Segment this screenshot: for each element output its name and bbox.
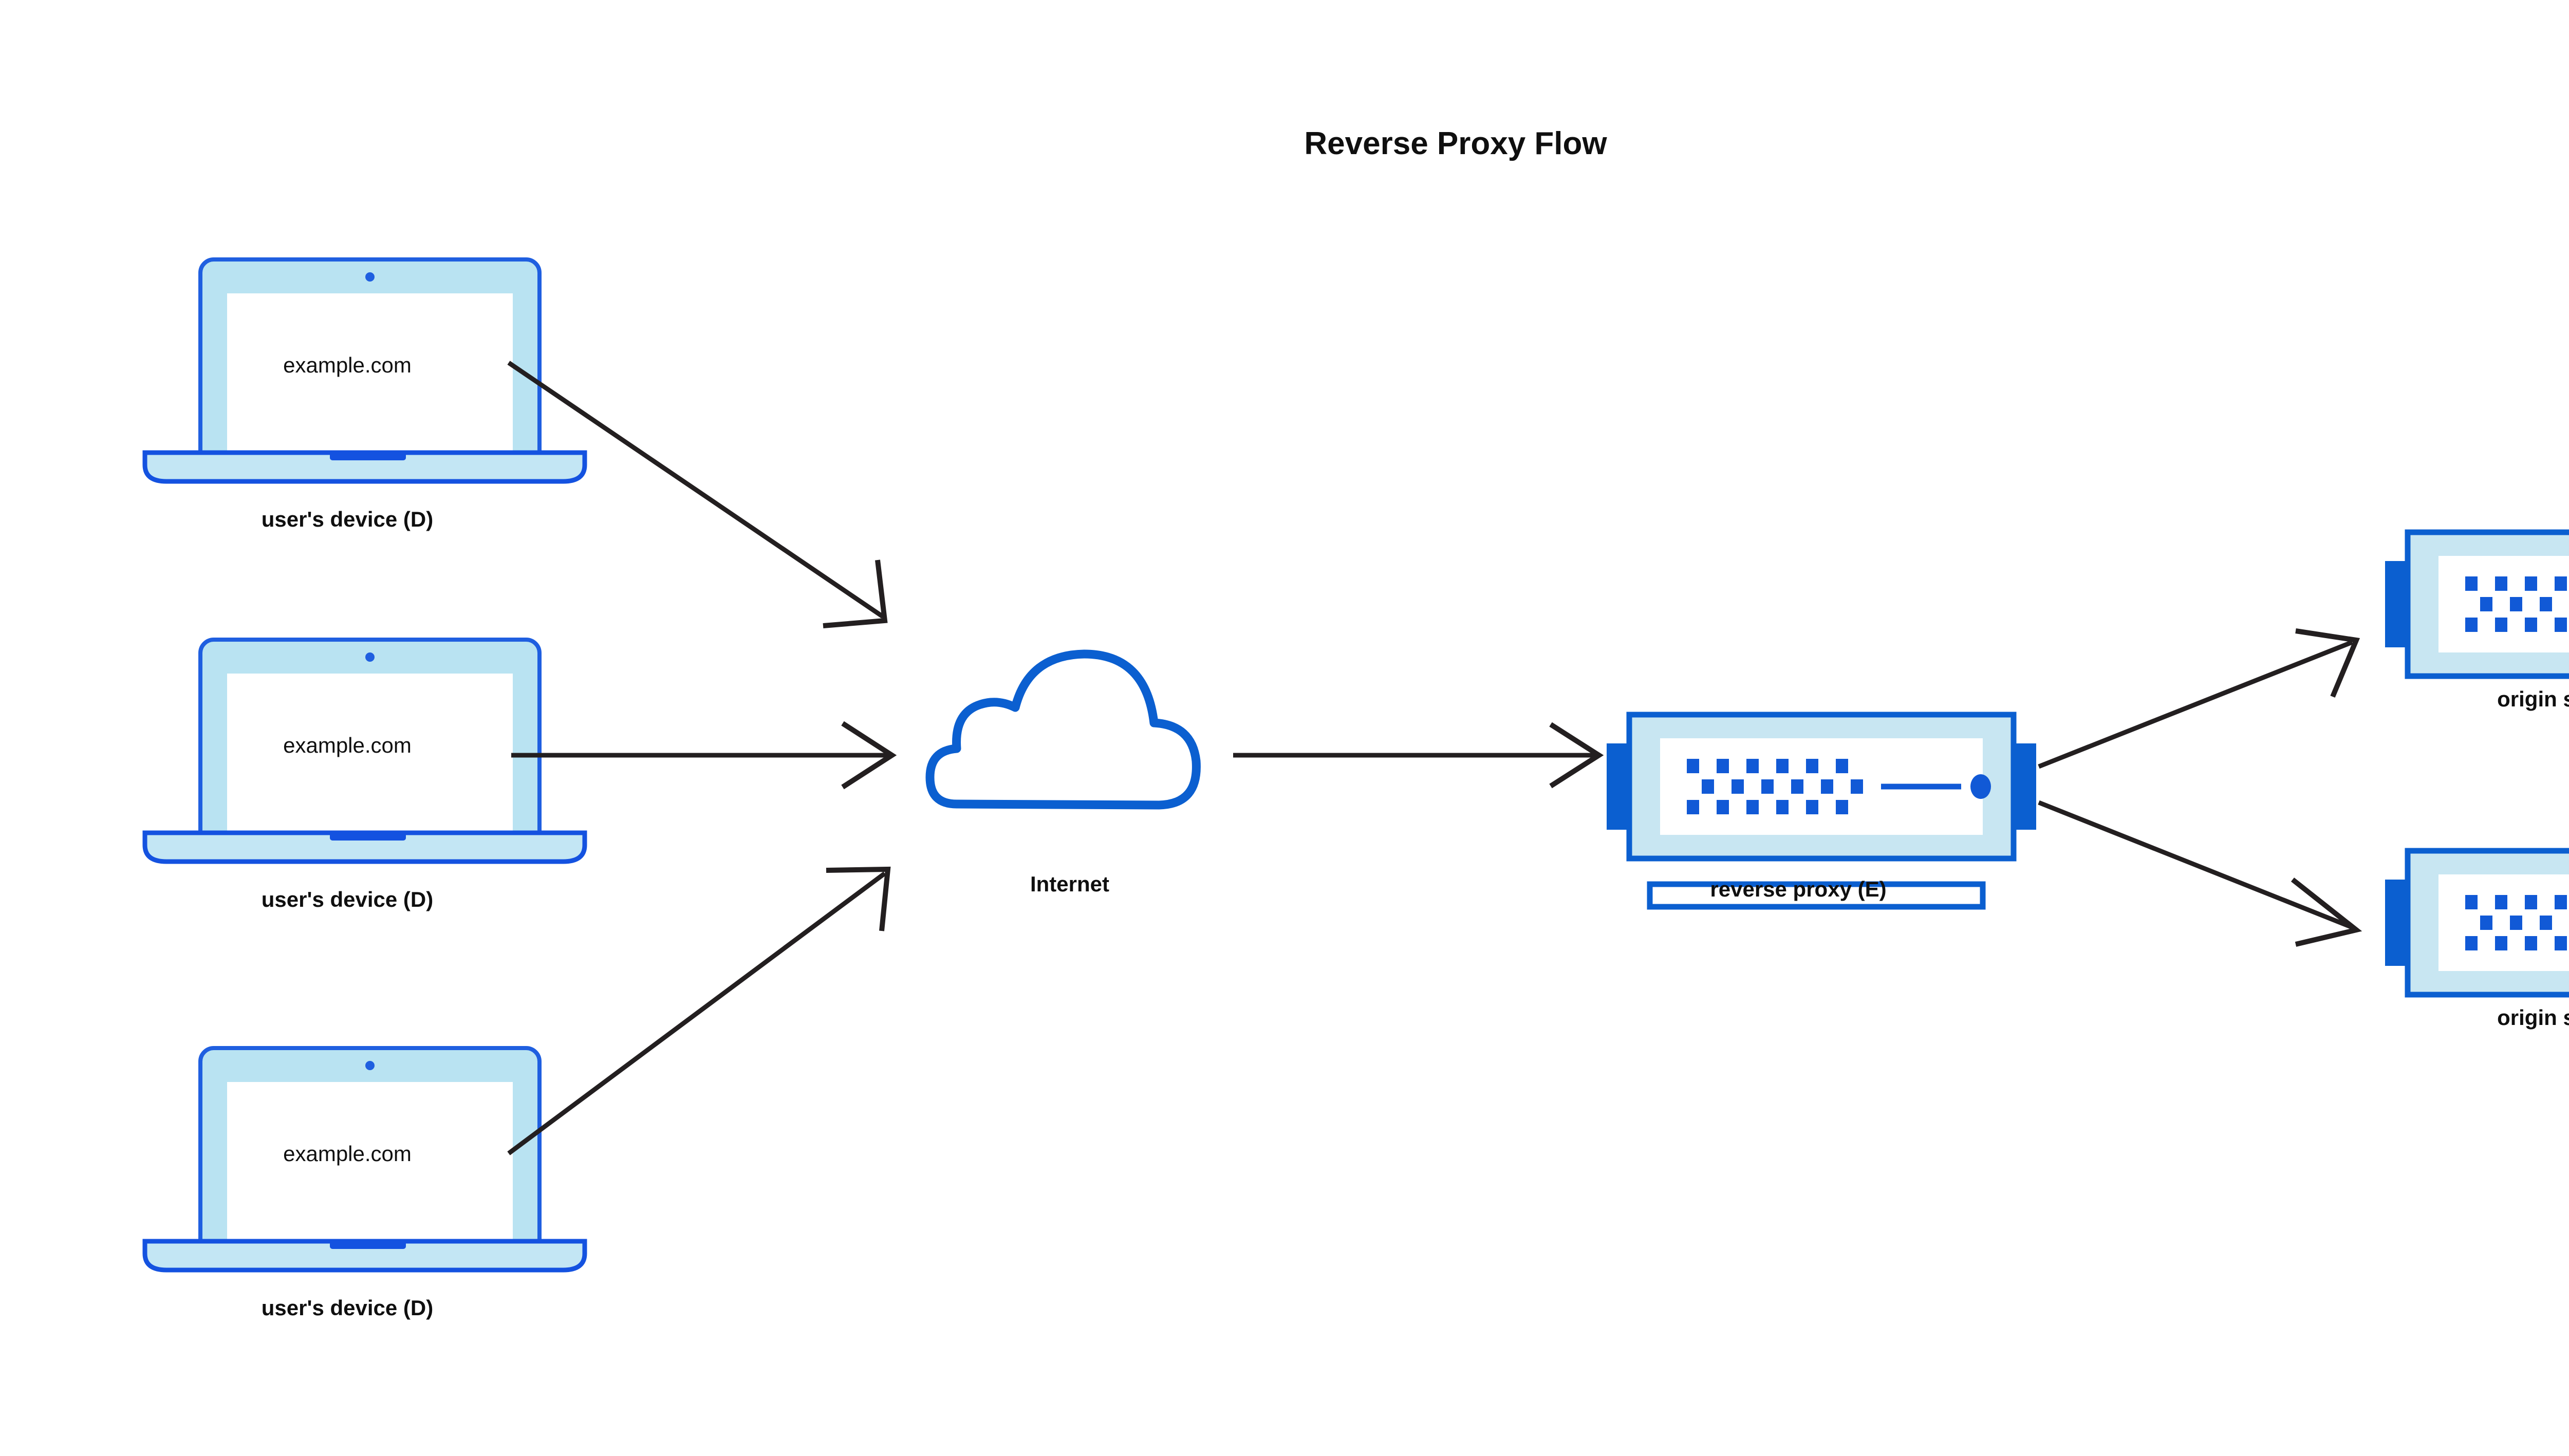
- client-device-bottom[interactable]: example.com user's device (D): [145, 1048, 585, 1320]
- reverse-proxy-label: reverse proxy (E): [1710, 877, 1886, 901]
- client-device-middle[interactable]: example.com user's device (D): [145, 640, 585, 911]
- origin-server-top-node[interactable]: origin server (F): [2385, 532, 2569, 711]
- arrow-reverse-proxy-to-origin-bottom: [2038, 800, 2362, 947]
- origin-server-bottom-node[interactable]: origin server (F): [2385, 851, 2569, 1030]
- client-device-top[interactable]: example.com user's device (D): [145, 259, 585, 531]
- diagram-title: Reverse Proxy Flow: [1304, 126, 1607, 161]
- client-device-top-label: user's device (D): [262, 507, 433, 531]
- internet-label: Internet: [1030, 872, 1109, 896]
- arrow-reverse-proxy-to-origin-top: [2038, 628, 2360, 769]
- server-icon: [2385, 851, 2569, 995]
- laptop-screen-url-top: example.com: [283, 353, 412, 377]
- arrow-internet-to-reverse-proxy: [1233, 722, 1604, 789]
- origin-server-bottom-label: origin server (F): [2497, 1005, 2569, 1030]
- reverse-proxy-node[interactable]: reverse proxy (E): [1607, 715, 2036, 907]
- origin-server-top-label: origin server (F): [2497, 687, 2569, 711]
- internet-node[interactable]: Internet: [930, 654, 1196, 896]
- arrow-client-middle-to-internet: [511, 721, 897, 790]
- arrow-client-bottom-to-internet: [507, 866, 891, 1155]
- laptop-screen-url-middle: example.com: [283, 733, 412, 757]
- laptop-screen-url-bottom: example.com: [283, 1142, 412, 1166]
- arrow-client-top-to-internet: [507, 361, 888, 628]
- client-device-middle-label: user's device (D): [262, 887, 433, 911]
- server-icon: [2385, 532, 2569, 676]
- client-device-bottom-label: user's device (D): [262, 1296, 433, 1320]
